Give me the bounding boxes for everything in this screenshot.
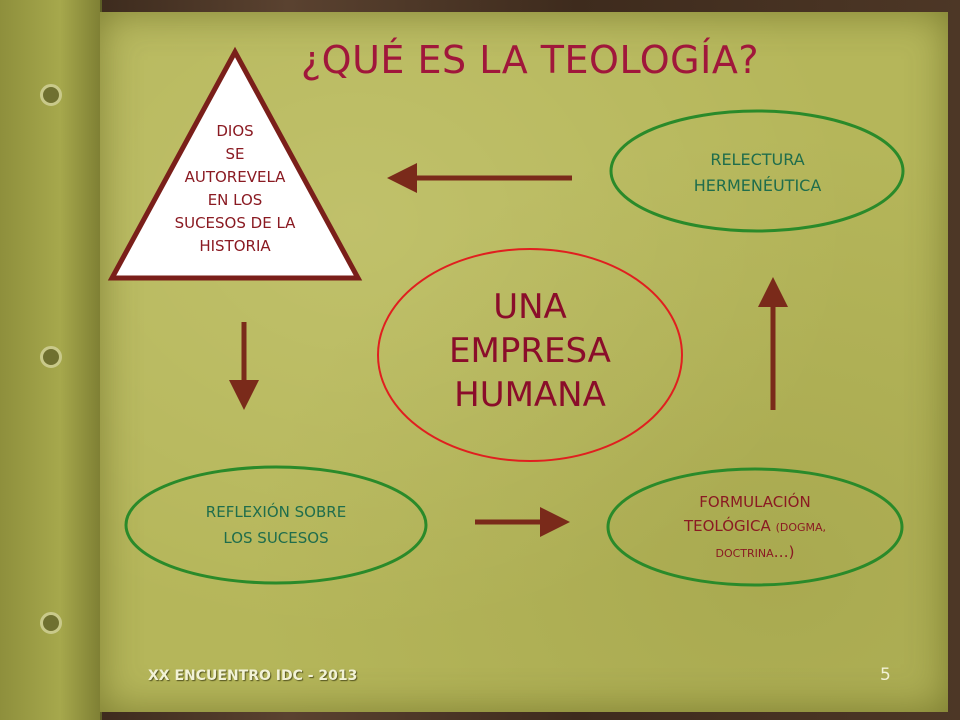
triangle-line: AUTOREVELA (184, 168, 286, 186)
center-line: EMPRESA (449, 331, 611, 371)
center-line: UNA (493, 287, 567, 327)
triangle-line: SE (225, 145, 245, 163)
binder-ring-icon (40, 346, 62, 368)
binder-ring-icon (40, 612, 62, 634)
binder-spine (0, 0, 102, 720)
reflexion-line: LOS SUCESOS (223, 529, 329, 547)
triangle-text: DIOS SE AUTOREVELA EN LOS SUCESOS DE LA … (150, 120, 320, 258)
relectura-text: RELECTURA HERMENÉUTICA (640, 147, 875, 199)
triangle-line: SUCESOS DE LA (174, 214, 296, 232)
formulacion-oval (606, 467, 904, 587)
reflexion-oval (124, 465, 428, 585)
binder-ring-icon (40, 84, 62, 106)
formulacion-main: TEOLÓGICA (683, 517, 776, 535)
triangle-shape (107, 46, 363, 281)
reflexion-text: REFLEXIÓN SOBRE LOS SUCESOS (160, 499, 392, 551)
formulacion-end: …) (773, 543, 795, 561)
reflexion-line: REFLEXIÓN SOBRE (205, 503, 347, 521)
relectura-oval (609, 109, 905, 233)
relectura-line: RELECTURA (710, 150, 805, 169)
footer-text: XX ENCUENTRO IDC - 2013 (148, 668, 358, 684)
relectura-line: HERMENÉUTICA (693, 176, 822, 195)
formulacion-small: (DOGMA, (775, 521, 827, 534)
triangle-line: HISTORIA (199, 237, 271, 255)
triangle-line: DIOS (216, 122, 254, 140)
formulacion-line3: DOCTRINA…) (640, 540, 870, 566)
formulacion-text: FORMULACIÓN TEOLÓGICA (DOGMA, DOCTRINA…) (640, 490, 870, 566)
center-line: HUMANA (454, 375, 606, 415)
page-title: ¿QUÉ ES LA TEOLOGÍA? (301, 38, 759, 82)
center-text: UNA EMPRESA HUMANA (400, 285, 660, 417)
triangle-line: EN LOS (207, 191, 263, 209)
formulacion-small: DOCTRINA (715, 547, 774, 560)
center-oval (377, 248, 683, 462)
formulacion-line2: TEOLÓGICA (DOGMA, (640, 514, 870, 540)
formulacion-line1: FORMULACIÓN (699, 493, 811, 511)
page-number: 5 (880, 665, 891, 685)
